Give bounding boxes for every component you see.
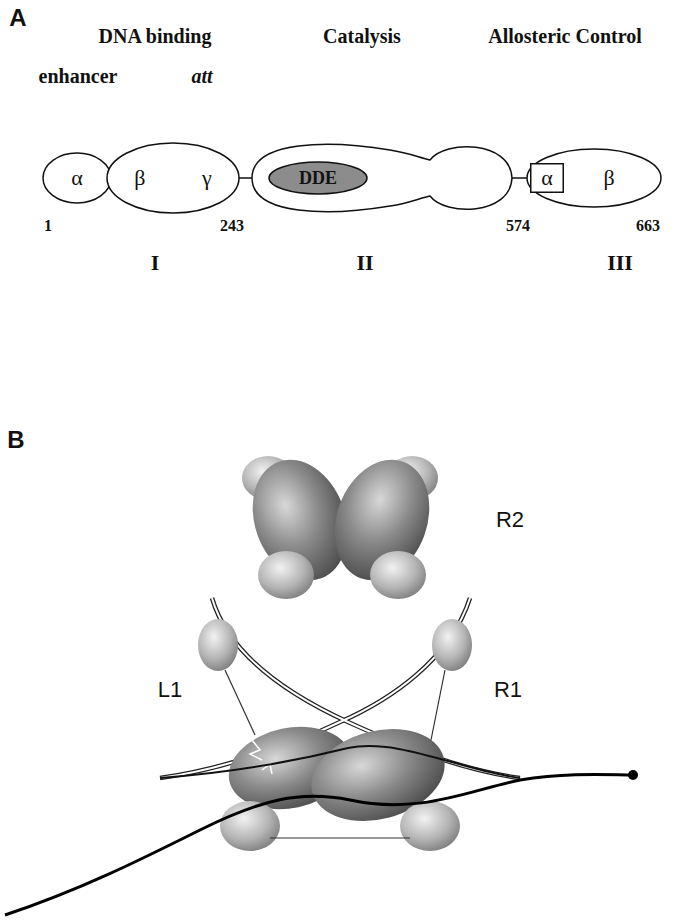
residue-number: 1 — [44, 217, 52, 235]
subunit-label: R1 — [494, 678, 522, 702]
domain-ellipse: α — [42, 152, 112, 204]
active-site: DDE — [268, 161, 368, 195]
subunit-label: L1 — [158, 678, 182, 702]
domain-ellipse: βγ — [106, 142, 240, 214]
domain-numeral: II — [356, 251, 373, 275]
node-text: α — [541, 165, 553, 191]
site-label: att — [191, 65, 212, 87]
panel-letter: A — [9, 5, 26, 31]
domain-numeral: I — [151, 251, 160, 275]
region-heading: Allosteric Control — [488, 25, 642, 47]
node-text: γ — [202, 165, 212, 191]
helix-box: α — [530, 163, 564, 193]
residue-number: 663 — [636, 217, 660, 235]
region-heading: DNA binding — [99, 25, 212, 47]
residue-number: 574 — [506, 217, 530, 235]
subunit-label: R2 — [496, 508, 524, 532]
node-outline — [106, 142, 240, 214]
node-text: α — [71, 165, 83, 191]
region-heading: Catalysis — [323, 25, 401, 47]
node-text: β — [134, 165, 145, 191]
panel-letter: B — [7, 427, 24, 453]
node-text: β — [603, 165, 614, 191]
residue-number: 243 — [220, 217, 244, 235]
site-label: enhancer — [39, 65, 118, 87]
node-text: DDE — [299, 168, 337, 189]
domain-numeral: III — [607, 251, 633, 275]
